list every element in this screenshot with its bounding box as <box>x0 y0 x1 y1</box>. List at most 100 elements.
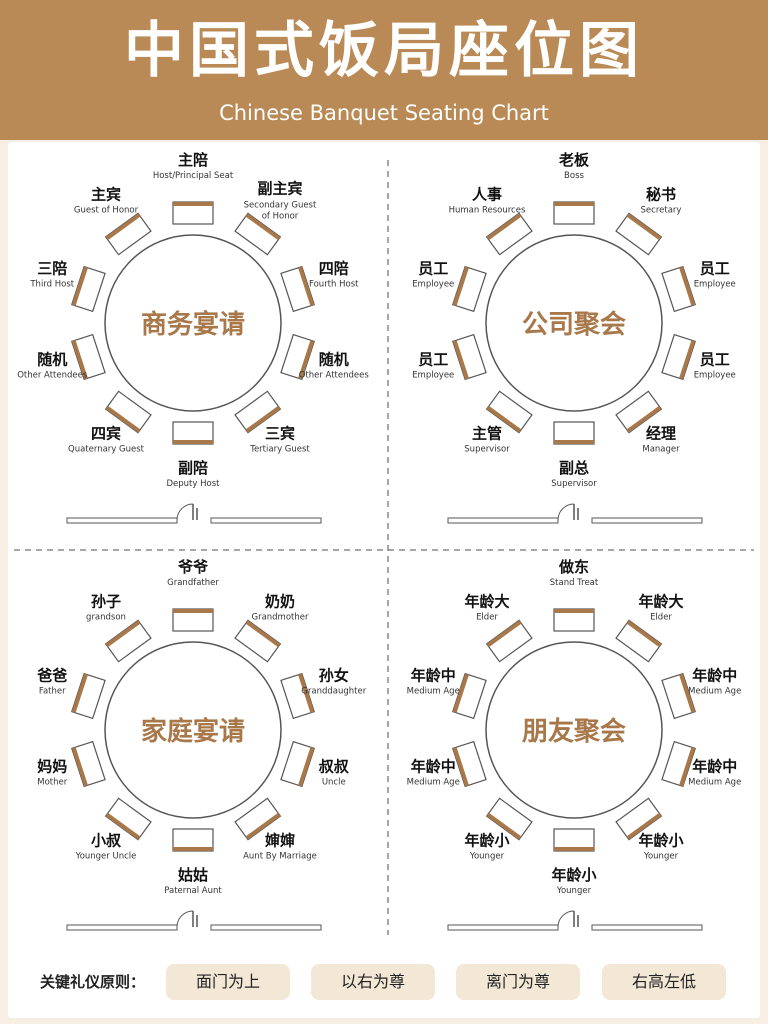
seat-chair <box>485 797 533 841</box>
seat-chair <box>553 608 595 632</box>
seat-back <box>452 747 469 787</box>
seat-box <box>71 740 106 788</box>
seat-chair <box>280 672 315 720</box>
seat-label-zh: 年龄小 <box>551 866 596 884</box>
seat-label-zh: 经理 <box>646 425 676 443</box>
seat-label-en: grandson <box>86 612 126 622</box>
seat-label-en: Host/Principal Seat <box>153 171 234 181</box>
seat-chair <box>280 265 315 313</box>
seat-label-en: Paternal Aunt <box>164 886 222 896</box>
seat-box <box>71 672 106 720</box>
seat-label-zh: 姑姑 <box>178 866 208 884</box>
seat-box <box>661 265 696 313</box>
seat-chair <box>452 333 487 381</box>
seat-chair <box>234 797 282 841</box>
seat-label-zh: 年龄大 <box>638 592 683 610</box>
seat-label-en: Elder <box>650 612 672 622</box>
seat-label-en: Uncle <box>322 778 346 788</box>
round-table <box>104 641 282 819</box>
seat-back <box>452 340 469 380</box>
seat-label-zh: 人事 <box>472 185 502 203</box>
seat-chair <box>280 333 315 381</box>
door-wall <box>447 503 703 524</box>
seat-chair <box>172 421 214 445</box>
seat-label-zh: 年龄中 <box>692 758 737 776</box>
seat-chair <box>553 201 595 225</box>
seat-chair <box>104 390 152 434</box>
seat-chair <box>661 740 696 788</box>
round-table <box>485 641 663 819</box>
seat-box <box>280 740 315 788</box>
seat-label-en: Supervisor <box>551 479 597 489</box>
seat-label-en: Employee <box>412 279 454 289</box>
seat-label-zh: 三陪 <box>37 259 67 277</box>
page-title: 中国式饭局座位图 <box>124 16 644 86</box>
seat-label-zh: 孙子 <box>91 592 121 610</box>
seat-label-zh: 奶奶 <box>265 592 295 610</box>
seat-back <box>626 405 662 433</box>
seat-label-zh: 四陪 <box>319 259 349 277</box>
seat-label-zh: 小叔 <box>91 832 122 850</box>
seat-label-zh: 主管 <box>472 425 502 443</box>
seat-chair <box>553 828 595 852</box>
seat-label-en: Mother <box>37 778 67 788</box>
seat-label-zh: 年龄小 <box>638 832 683 850</box>
seat-label-en: Human Resources <box>449 205 526 215</box>
seat-label-en: of Honor <box>262 211 299 221</box>
seat-label-zh: 秘书 <box>646 185 676 203</box>
seat-back <box>71 747 88 787</box>
seat-chair <box>280 740 315 788</box>
seat-back <box>626 620 662 648</box>
seat-chair <box>452 265 487 313</box>
seat-label-en: Grandfather <box>167 578 219 588</box>
wall-segment <box>210 924 322 931</box>
seat-chair <box>104 212 152 256</box>
seat-box <box>104 390 152 434</box>
seat-back <box>626 812 662 840</box>
seat-chair <box>234 390 282 434</box>
seat-label-zh: 做东 <box>558 558 589 576</box>
seat-label-zh: 妈妈 <box>37 758 67 776</box>
seat-label-en: Younger Uncle <box>75 852 137 862</box>
seat-back <box>679 673 696 713</box>
seat-box <box>71 265 106 313</box>
seat-chair <box>234 212 282 256</box>
seat-box <box>615 390 663 434</box>
seat-back <box>71 673 88 713</box>
rules-label: 关键礼仪原则： <box>40 973 146 991</box>
seat-chair <box>615 212 663 256</box>
seat-chair <box>485 390 533 434</box>
round-table <box>104 234 282 412</box>
seat-label-zh: 副总 <box>559 459 589 477</box>
seat-chair <box>71 265 106 313</box>
seat-label-en: Grandmother <box>251 612 309 622</box>
table-center-label: 商务宴请 <box>141 309 245 340</box>
seat-box <box>234 390 282 434</box>
seat-chair <box>615 390 663 434</box>
seat-back <box>298 747 315 787</box>
seat-chair <box>661 333 696 381</box>
seat-label-zh: 三宾 <box>265 425 295 443</box>
seat-back <box>298 340 315 380</box>
door-wall <box>447 910 703 931</box>
seat-chair <box>615 619 663 663</box>
seat-back <box>245 213 281 241</box>
seat-label-zh: 员工 <box>418 351 448 369</box>
wall-segment <box>591 924 703 931</box>
seat-box <box>661 333 696 381</box>
seat-label-en: Medium Age <box>688 778 741 788</box>
seat-back <box>71 266 88 306</box>
seat-label-zh: 叔叔 <box>319 758 350 776</box>
seat-label-zh: 随机 <box>37 351 67 369</box>
seat-label-en: Supervisor <box>464 445 510 455</box>
seat-back <box>626 213 662 241</box>
seat-chair <box>104 797 152 841</box>
wall-segment <box>66 517 178 524</box>
seat-label-en: Deputy Host <box>167 479 221 489</box>
seat-chair <box>172 828 214 852</box>
wall-segment <box>447 924 559 931</box>
table-center-label: 公司聚会 <box>522 310 626 340</box>
seat-label-zh: 年龄小 <box>464 832 509 850</box>
